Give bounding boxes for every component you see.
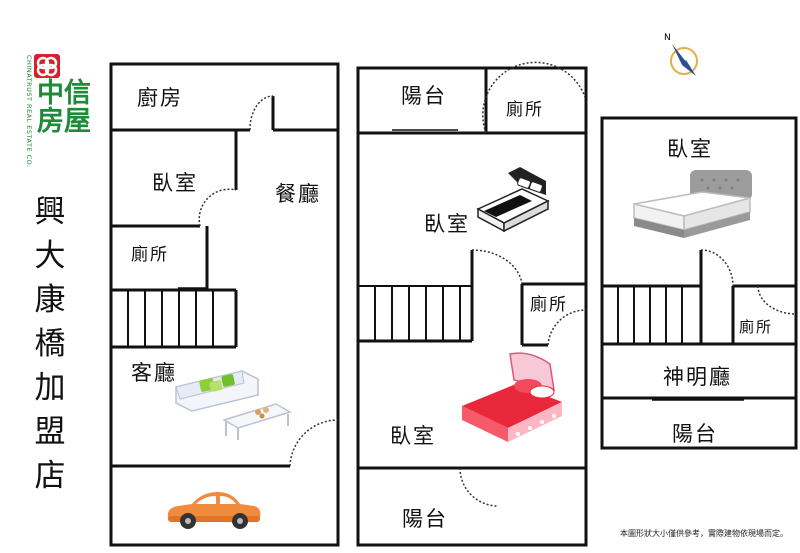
brand-english: CHINATRUST REAL ESTATE CO.: [25, 55, 33, 168]
bed-icon-pink: [458, 350, 568, 450]
footnote: 本圖形狀大小僅供參考，實際建物依現場而定。: [620, 529, 788, 538]
bed-icon: [474, 165, 552, 240]
floor2-balcony-top-label: 陽台: [401, 84, 447, 108]
brand-name-line2: 房屋: [37, 106, 91, 137]
coffee-table-icon: [220, 400, 292, 442]
bed-icon-gray: [630, 168, 754, 248]
floor2-balcony-bottom-label: 陽台: [402, 507, 448, 531]
car-icon: [162, 488, 264, 530]
floor3-shrine-label: 神明廳: [663, 365, 732, 389]
store-name: 興大康橋加盟店: [34, 194, 66, 494]
floor2-bedroom-top-label: 臥室: [424, 212, 470, 236]
brand-name: 中信 房屋: [37, 80, 97, 136]
floor2-balcony-bottom: [356, 466, 588, 547]
floor2-toilet-top-label: 廁所: [506, 100, 544, 120]
floor3-bedroom-label: 臥室: [667, 137, 713, 161]
floor1-bedroom-label: 臥室: [152, 171, 198, 195]
svg-text:N: N: [664, 33, 671, 43]
floor2-bedroom-bottom-label: 臥室: [390, 424, 436, 448]
floor3-outline: [600, 116, 798, 450]
compass-icon: N: [660, 30, 700, 80]
brand-name-line1: 中信: [37, 78, 91, 109]
floor1-dining-label: 餐廳: [275, 182, 321, 206]
floor1-toilet-label: 廁所: [131, 245, 169, 265]
floor3-balcony-label: 陽台: [672, 422, 718, 446]
brand-logo: [34, 54, 60, 78]
sofa-icon: [172, 365, 262, 415]
floor3-toilet-label: 廁所: [739, 318, 774, 336]
floor1-outline: [109, 62, 340, 547]
floor2-toilet-mid-label: 廁所: [530, 295, 568, 315]
floor1-kitchen-label: 廚房: [137, 86, 183, 110]
floor1-living-label: 客廳: [131, 361, 177, 385]
